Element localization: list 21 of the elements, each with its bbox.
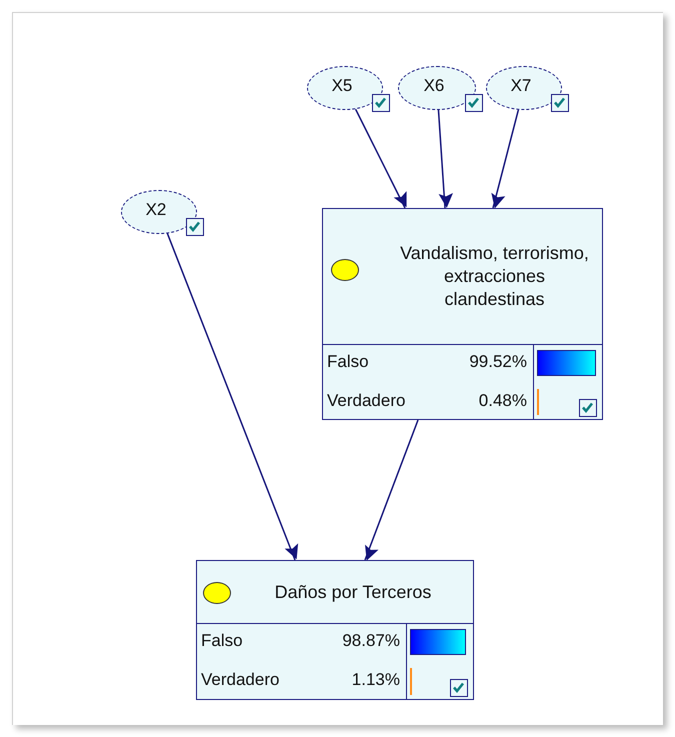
state-label: Falso: [201, 631, 243, 651]
node-title: Daños por Terceros: [274, 580, 432, 604]
arrow: [438, 110, 453, 208]
arrow: [491, 110, 520, 208]
probability-value: 98.87%: [342, 631, 400, 651]
arrow: [166, 233, 298, 560]
probability-value: 1.13%: [352, 670, 400, 690]
state-label: Verdadero: [201, 670, 280, 690]
arrow: [364, 420, 419, 561]
node-label: X6: [424, 76, 444, 96]
state-label: Verdadero: [327, 390, 406, 410]
state-label: Falso: [327, 352, 369, 372]
node-title: Vandalismo, terrorismo, extracciones clandestinas: [399, 242, 590, 311]
arrow: [354, 108, 407, 208]
probability-value: 99.52%: [469, 352, 527, 372]
node-label: X5: [332, 76, 352, 96]
node-label: X7: [510, 76, 532, 96]
probability-node-box: [196, 560, 474, 700]
probability-node-box: [322, 208, 603, 420]
probability-value: 0.48%: [478, 390, 527, 410]
node-label: X2: [146, 200, 166, 220]
